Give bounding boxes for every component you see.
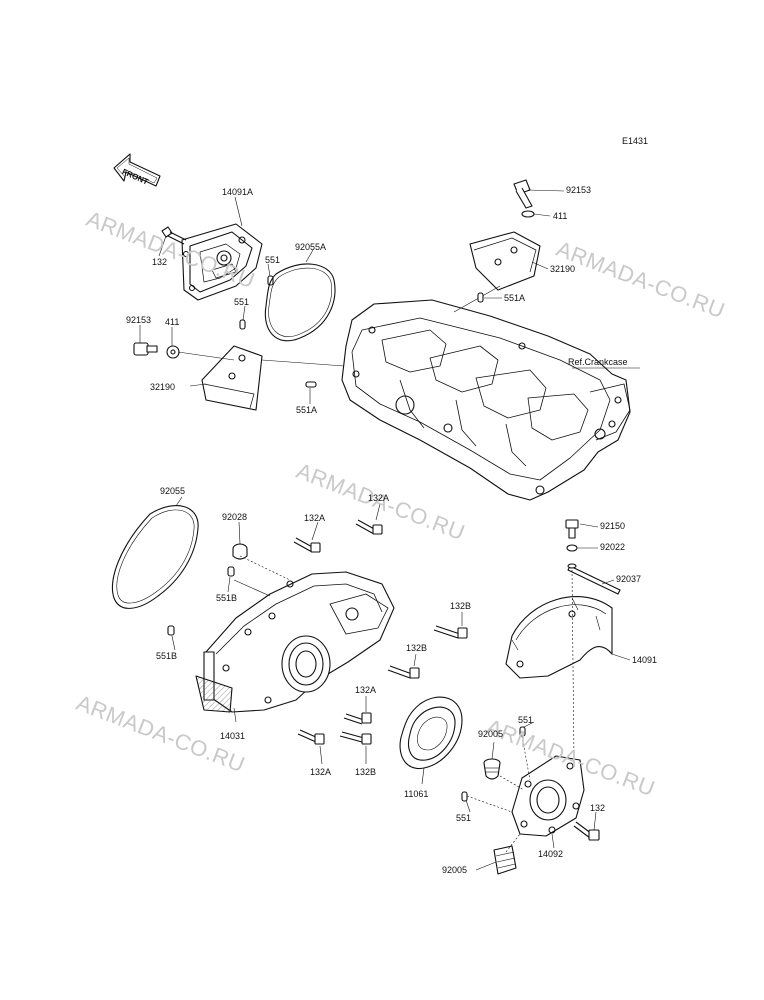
bolt-132a-drawing <box>293 537 321 553</box>
front-direction-arrow-icon <box>113 153 161 187</box>
cover-14091a-drawing <box>181 223 263 301</box>
part-label-92153[interactable]: 92153 <box>566 185 592 195</box>
pin-551b-drawing-2 <box>167 625 175 636</box>
part-label-14031[interactable]: 14031 <box>220 731 246 741</box>
part-label-14092[interactable]: 14092 <box>538 849 564 859</box>
part-label-14091a[interactable]: 14091A <box>222 187 254 197</box>
washer-411-right-drawing <box>521 210 535 218</box>
bolt-92153-left-drawing <box>133 342 158 356</box>
strap-92037-drawing <box>567 563 621 595</box>
leader-lines <box>139 189 640 871</box>
part-label-132a[interactable]: 132A <box>355 685 377 695</box>
crankcase-drawing <box>341 299 631 501</box>
part-label-132a[interactable]: 132A <box>310 767 332 777</box>
fitting-92005-drawing-2 <box>493 845 517 875</box>
bolt-132-drawing-2 <box>573 821 600 841</box>
part-label-551[interactable]: 551 <box>518 715 534 725</box>
cover-14091-drawing <box>505 596 613 679</box>
cover-14092-drawing <box>511 755 585 837</box>
bolt-132a-drawing-2 <box>355 519 383 535</box>
part-label-551a[interactable]: 551A <box>296 405 318 415</box>
part-label-92055[interactable]: 92055 <box>160 486 186 496</box>
seal-11061-drawing <box>399 696 463 769</box>
part-label-551b[interactable]: 551B <box>216 593 238 603</box>
washer-92022-drawing <box>566 544 578 552</box>
washer-411-left-drawing <box>166 345 180 359</box>
part-label-411[interactable]: 411 <box>553 211 568 221</box>
fitting-92005-drawing <box>483 758 501 780</box>
part-label-411[interactable]: 411 <box>165 317 180 327</box>
pin-551b-drawing <box>227 566 235 577</box>
pin-551-drawing-4 <box>461 791 468 802</box>
part-label-551[interactable]: 551 <box>265 255 281 265</box>
bracket-32190-left-drawing <box>177 345 345 411</box>
reference-note: Ref.Crankcase <box>568 357 628 367</box>
part-label-132[interactable]: 132 <box>590 803 606 813</box>
part-label-132a[interactable]: 132A <box>304 513 326 523</box>
bushing-92028-drawing <box>232 543 248 560</box>
part-label-92005[interactable]: 92005 <box>442 865 468 875</box>
part-label-551[interactable]: 551 <box>456 813 472 823</box>
part-label-11061[interactable]: 11061 <box>404 789 429 799</box>
part-label-92037[interactable]: 92037 <box>616 574 642 584</box>
part-label-551a[interactable]: 551A <box>504 293 526 303</box>
part-label-92022[interactable]: 92022 <box>600 542 626 552</box>
o-ring-92055a-drawing <box>264 263 336 342</box>
bolt-132b-drawing <box>433 625 468 639</box>
bolt-132-drawing <box>161 226 187 245</box>
part-label-551b[interactable]: 551B <box>156 651 178 661</box>
part-label-32190[interactable]: 32190 <box>550 264 576 274</box>
part-label-14091[interactable]: 14091 <box>632 655 658 665</box>
diagram-code: E1431 <box>622 136 649 146</box>
part-label-92028[interactable]: 92028 <box>222 512 248 522</box>
bolt-92150-drawing <box>565 519 579 539</box>
bracket-32190-right-drawing <box>453 231 541 313</box>
part-label-92150[interactable]: 92150 <box>600 521 626 531</box>
cover-14031-drawing <box>195 571 395 713</box>
bolt-132b-drawing-3 <box>339 731 372 745</box>
part-label-32190[interactable]: 32190 <box>150 382 176 392</box>
part-label-551[interactable]: 551 <box>234 297 250 307</box>
pin-551a-right-drawing <box>477 292 484 303</box>
pin-551-drawing-3 <box>519 726 526 737</box>
pin-551-drawing-2 <box>239 319 246 330</box>
part-label-132b[interactable]: 132B <box>450 601 472 611</box>
pin-551a-left-drawing <box>305 381 317 388</box>
bolt-132a-drawing-3 <box>343 712 372 725</box>
part-label-132[interactable]: 132 <box>152 257 168 267</box>
bolt-132b-drawing-2 <box>387 665 420 679</box>
part-label-92005[interactable]: 92005 <box>478 729 504 739</box>
part-label-132a[interactable]: 132A <box>368 493 390 503</box>
gasket-92055-drawing <box>112 505 199 609</box>
part-label-132b[interactable]: 132B <box>355 767 377 777</box>
pin-551-drawing <box>267 275 274 286</box>
part-label-92153[interactable]: 92153 <box>126 315 152 325</box>
bolt-92153-right-drawing <box>513 179 533 209</box>
part-label-92055a[interactable]: 92055A <box>295 242 327 252</box>
part-label-132b[interactable]: 132B <box>406 643 428 653</box>
bolt-132a-drawing-4 <box>297 729 325 745</box>
